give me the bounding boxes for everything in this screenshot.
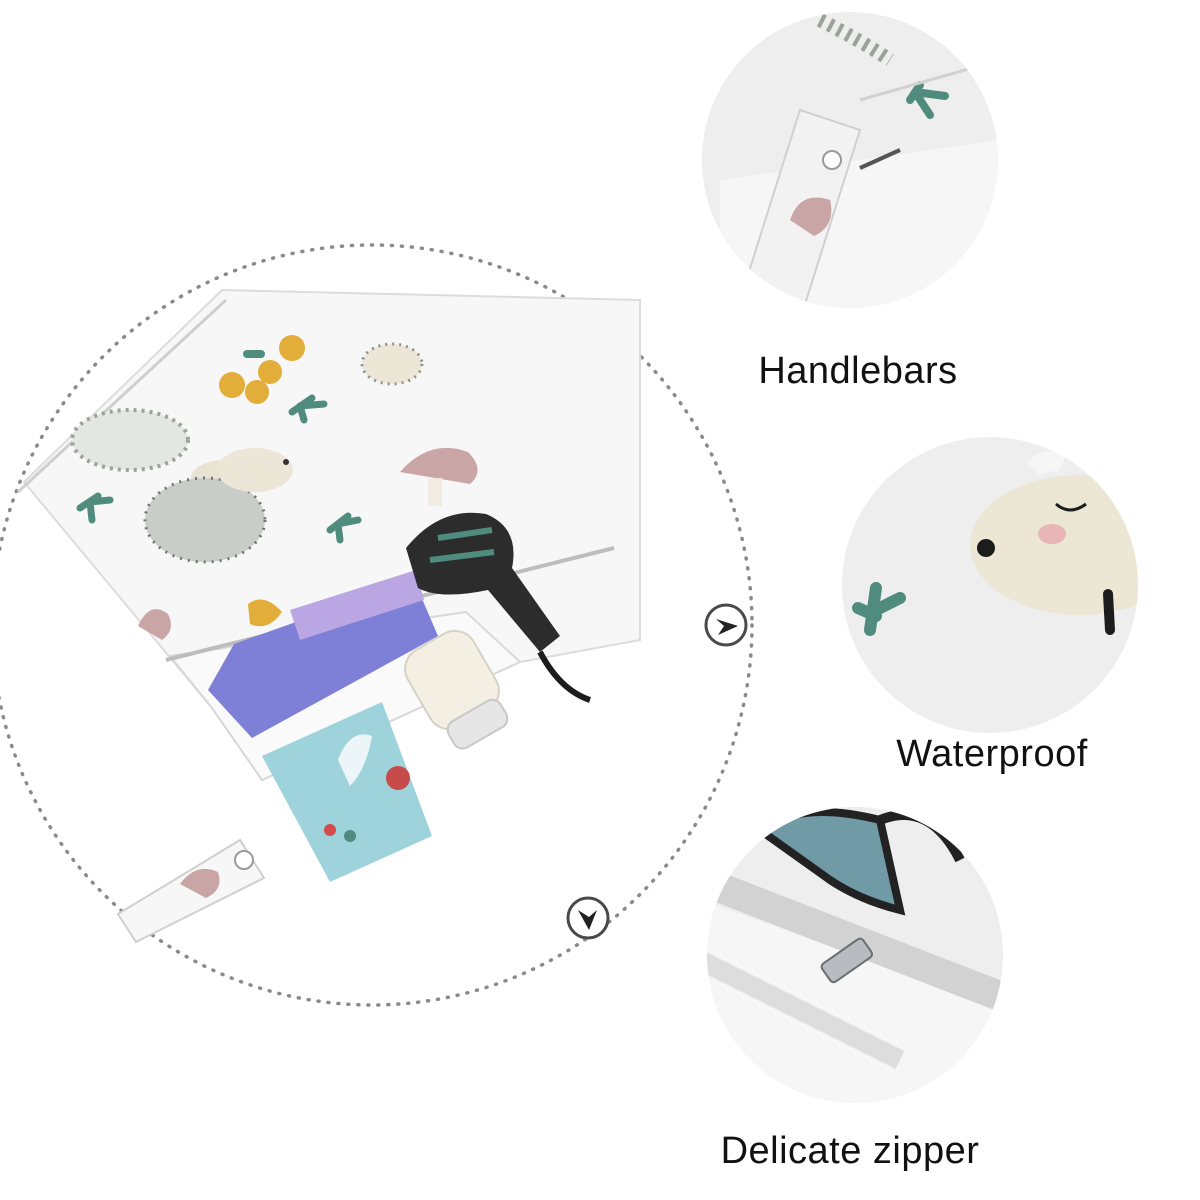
feature-label-handlebars: Handlebars xyxy=(758,350,958,392)
yellow-mushrooms xyxy=(219,335,305,404)
pointer-marker-icon xyxy=(578,910,597,930)
pointer-marker-icon xyxy=(716,619,738,635)
umbrella xyxy=(406,512,560,652)
wet-bag xyxy=(16,288,641,944)
detail-circle-handlebars xyxy=(702,12,998,308)
dotted-circle xyxy=(0,243,754,1007)
detail-circle-zipper xyxy=(707,807,1003,1103)
feature-label-zipper: Delicate zipper xyxy=(720,1130,980,1172)
leaf-2 xyxy=(76,492,114,524)
blue-card xyxy=(262,702,432,882)
detail-circle-waterproof xyxy=(842,437,1138,733)
leaf-1 xyxy=(288,394,328,424)
lotion-bottle xyxy=(404,629,509,750)
hedgehog-small xyxy=(360,342,424,386)
pink-mushroom-1 xyxy=(400,447,478,484)
marker-middle xyxy=(704,603,748,647)
feature-label-waterproof: Waterproof xyxy=(896,733,1088,775)
hedgehog-spikes-1 xyxy=(70,408,190,472)
leaf-3 xyxy=(326,512,362,544)
pink-mushroom-2 xyxy=(138,609,171,640)
marker-bottom xyxy=(566,896,610,940)
hedgehog-spikes-2 xyxy=(143,476,267,564)
purple-pouch xyxy=(208,580,438,738)
bag-handle-strap xyxy=(116,838,266,944)
zipper-slider xyxy=(820,937,874,984)
